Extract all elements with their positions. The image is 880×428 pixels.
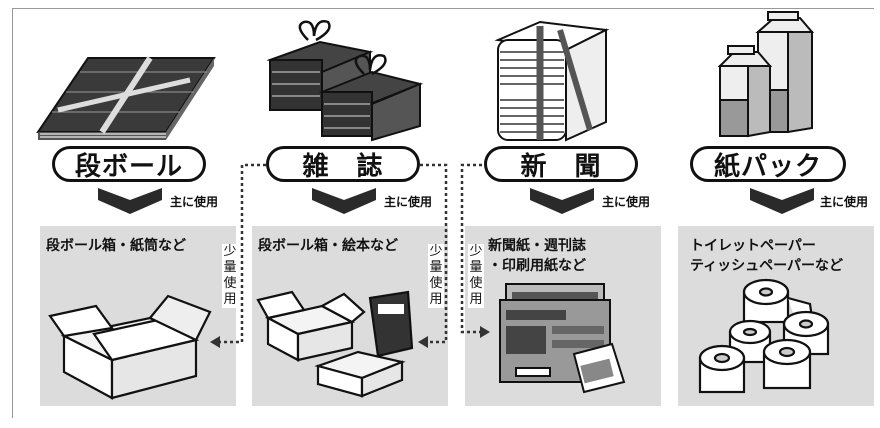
- product-text: ・印刷用紙など: [488, 258, 586, 274]
- down-arrow-icon: [98, 188, 162, 214]
- magazine-bundles-icon: [266, 20, 424, 142]
- product-text: ティッシュペーパーなど: [690, 258, 844, 274]
- usage-label: 主に使用: [384, 195, 433, 209]
- printed-sheets-icon: [499, 283, 626, 394]
- minor-usage-label: 少量使用: [468, 244, 484, 308]
- usage-label: 主に使用: [602, 195, 651, 209]
- usage-label: 主に使用: [170, 195, 219, 209]
- category-label-newspaper: 新 聞: [484, 146, 638, 182]
- category-label-cardboard: 段ボール: [52, 146, 206, 182]
- open-box-icon: [48, 294, 212, 400]
- down-arrow-icon: [312, 188, 376, 214]
- usage-label: 主に使用: [820, 195, 869, 209]
- category-label-carton: 紙パック: [690, 146, 846, 182]
- minor-usage-arrowheads: [210, 326, 490, 348]
- product-text: トイレットペーパー: [690, 238, 816, 254]
- category-label-magazine: 雑 誌: [266, 146, 420, 182]
- boxes-and-book-icon: [256, 290, 414, 398]
- minor-usage-label: 少量使用: [428, 244, 444, 308]
- diagram-frame: [12, 8, 874, 418]
- toilet-paper-rolls-icon: [698, 278, 830, 394]
- newspaper-bundle-icon: [494, 20, 610, 142]
- down-arrow-icon: [750, 188, 814, 214]
- product-text: 段ボール箱・紙筒など: [46, 238, 186, 254]
- product-text: 新聞紙・週刊誌: [488, 238, 586, 254]
- minor-usage-label: 少量使用: [222, 244, 238, 308]
- down-arrow-icon: [530, 188, 594, 214]
- down-arrow-icons: [98, 188, 814, 214]
- product-text: 段ボール箱・絵本など: [258, 238, 398, 254]
- minor-usage-lines: [220, 163, 488, 344]
- cardboard-stack-icon: [36, 56, 216, 140]
- milk-carton-icon: [717, 11, 815, 138]
